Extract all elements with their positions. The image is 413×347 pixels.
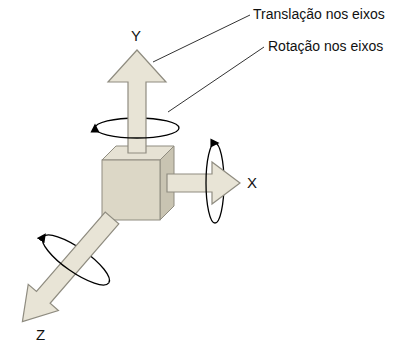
callout-text: Translação nos eixos xyxy=(253,6,385,22)
callout-text: Rotação nos eixos xyxy=(268,38,383,54)
axis-label: X xyxy=(247,175,257,191)
axis-label: Z xyxy=(36,327,45,343)
leader-line xyxy=(153,15,250,62)
x-axis-arrow xyxy=(167,162,240,204)
cube-front xyxy=(102,160,160,220)
z-axis-arrow xyxy=(22,212,118,322)
rotation-arc xyxy=(95,128,179,138)
rotation-arc xyxy=(206,143,215,223)
axis-label: Y xyxy=(131,28,141,44)
rotation-arc xyxy=(36,237,108,293)
leader-line xyxy=(168,47,264,112)
